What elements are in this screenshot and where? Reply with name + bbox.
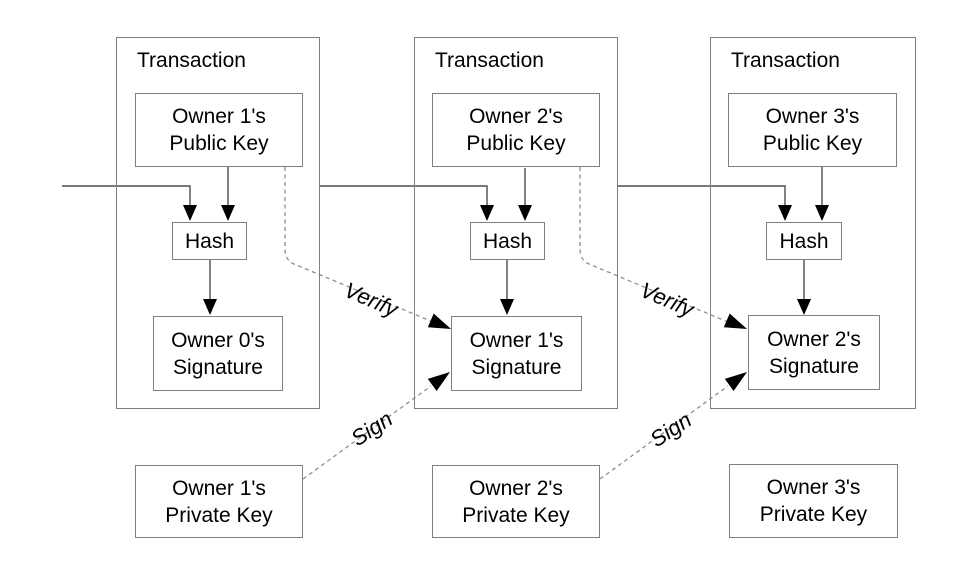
public-key-1-line1: Owner 1's: [172, 105, 266, 128]
private-key-1-line2: Private Key: [165, 503, 273, 527]
public-key-1-line2: Public Key: [169, 132, 269, 155]
hash-box-2: Hash: [470, 222, 545, 260]
public-key-to-hash-arrow-2: [518, 168, 532, 221]
transaction-box-1: Transaction: [116, 37, 320, 409]
prev-tx-to-hash-arrow-3: [618, 185, 792, 221]
transaction-title-1: Transaction: [137, 49, 246, 72]
public-key-box-3: Owner 3's Public Key: [728, 93, 897, 167]
private-key-box-3: Owner 3's Private Key: [729, 464, 898, 538]
private-key-box-1: Owner 1's Private Key: [135, 465, 303, 538]
signature-box-1: Owner 0's Signature: [153, 316, 283, 391]
private-key-box-2: Owner 2's Private Key: [432, 465, 600, 538]
public-key-to-hash-arrow-3: [815, 167, 829, 221]
signature-2-line2: Signature: [471, 355, 562, 379]
signature-box-3: Owner 2's Signature: [748, 315, 880, 390]
public-key-3-line2: Public Key: [762, 132, 863, 155]
public-key-box-2: Owner 2's Public Key: [432, 93, 600, 167]
prev-tx-to-hash-arrow-1: [62, 185, 197, 221]
hash-to-signature-arrow-1: [203, 260, 217, 315]
hash-to-signature-arrow-2: [500, 260, 514, 315]
signature-3-line1: Owner 2's: [767, 327, 861, 351]
private-key-3-line2: Private Key: [759, 503, 868, 526]
transaction-box-3: Transaction: [710, 37, 916, 409]
private-key-2-line2: Private Key: [462, 503, 570, 527]
hash-to-signature-arrow-3: [797, 260, 811, 315]
hash-2-label: Hash: [482, 229, 533, 253]
signature-1-line1: Owner 0's: [171, 328, 265, 352]
public-key-to-hash-arrow-1: [221, 167, 235, 221]
hash-3-label: Hash: [779, 229, 829, 253]
sign-arrow-1: [302, 372, 450, 480]
public-key-2-line1: Owner 2's: [469, 105, 563, 128]
signature-1-line2: Signature: [173, 355, 263, 379]
prev-tx-to-hash-arrow-2: [320, 185, 494, 221]
hash-box-1: Hash: [172, 222, 247, 260]
verify-arrow-2: [579, 167, 747, 329]
sign-arrow-2: [599, 372, 747, 480]
signature-3-line2: Signature: [769, 354, 859, 378]
transaction-title-3: Transaction: [731, 49, 840, 72]
hash-box-3: Hash: [766, 222, 842, 260]
verify-arrow-1: [284, 167, 451, 329]
private-key-2-line1: Owner 2's: [469, 476, 563, 500]
public-key-2-line2: Public Key: [466, 132, 566, 155]
hash-1-label: Hash: [184, 229, 235, 253]
transaction-title-2: Transaction: [435, 49, 544, 72]
private-key-3-line1: Owner 3's: [766, 476, 861, 499]
private-key-1-line1: Owner 1's: [172, 476, 266, 500]
public-key-box-1: Owner 1's Public Key: [135, 93, 303, 167]
signature-box-2: Owner 1's Signature: [451, 316, 582, 391]
public-key-3-line1: Owner 3's: [765, 105, 860, 128]
signature-2-line1: Owner 1's: [469, 328, 564, 352]
transaction-box-2: Transaction: [414, 37, 618, 409]
